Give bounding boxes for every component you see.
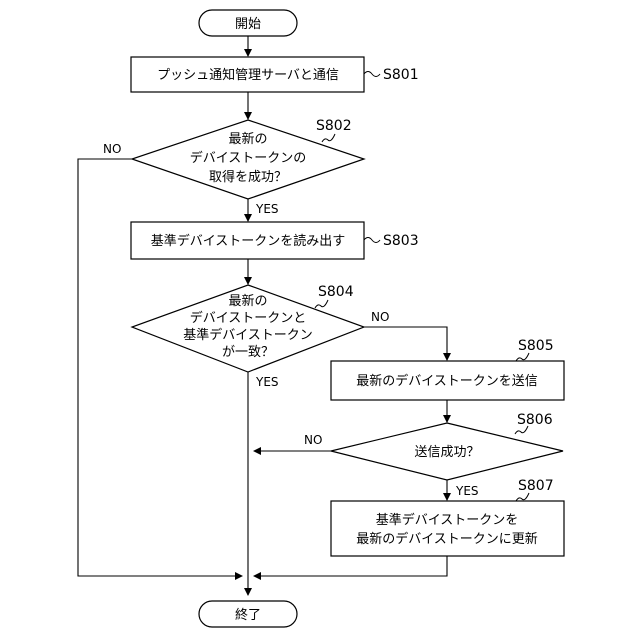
- decision-s804-line-1: 最新の: [228, 293, 267, 309]
- process-s801-label: プッシュ通知管理サーバと通信: [157, 67, 339, 83]
- step-label-s804: S804: [318, 284, 354, 300]
- start-label: 開始: [235, 17, 261, 32]
- step-label-s807: S807: [518, 478, 554, 494]
- branch-label-s806-yes: YES: [455, 484, 479, 498]
- leader-s803: [364, 238, 380, 243]
- leader-s807: [516, 493, 529, 501]
- decision-s804-line-4: が一致？: [222, 345, 274, 360]
- end-label: 終了: [235, 607, 261, 623]
- process-s807: 基準デバイストークンを 最新のデバイストークンに更新: [331, 501, 564, 556]
- end-terminator: 終了: [199, 601, 297, 627]
- decision-s802-line-1: 最新の: [228, 131, 267, 147]
- decision-s802-line-3: 取得を成功？: [209, 169, 287, 185]
- decision-s806-label: 送信成功？: [414, 445, 479, 460]
- step-label-s806: S806: [517, 412, 553, 428]
- decision-s802-line-2: デバイストークンの: [190, 150, 307, 166]
- process-s805-label: 最新のデバイストークンを送信: [356, 373, 538, 389]
- decision-s804-line-3: 基準デバイストークン: [183, 327, 313, 343]
- leader-s801: [364, 72, 380, 77]
- process-s805: 最新のデバイストークンを送信: [331, 361, 564, 400]
- decision-s806: 送信成功？: [331, 423, 563, 480]
- branch-label-s802-no: NO: [103, 142, 121, 156]
- leader-s805: [516, 353, 529, 361]
- process-s803: 基準デバイストークンを読み出す: [131, 222, 364, 259]
- process-s807-line-1: 基準デバイストークンを: [376, 512, 519, 528]
- start-terminator: 開始: [199, 10, 297, 36]
- edge-s804-no-to-s805: [364, 327, 447, 360]
- step-label-s803: S803: [383, 233, 419, 249]
- branch-label-s802-yes: YES: [255, 202, 279, 216]
- decision-s804-line-2: デバイストークンと: [190, 310, 307, 326]
- step-label-s802: S802: [316, 118, 352, 134]
- process-s801: プッシュ通知管理サーバと通信: [131, 57, 364, 92]
- leader-s804: [315, 300, 328, 308]
- step-label-s801: S801: [383, 67, 419, 83]
- step-label-s805: S805: [518, 338, 554, 354]
- process-s807-line-2: 最新のデバイストークンに更新: [356, 531, 538, 547]
- leader-s802: [322, 134, 335, 142]
- branch-label-s804-no: NO: [371, 310, 389, 324]
- edge-s807-to-merge: [254, 556, 447, 576]
- process-s803-label: 基準デバイストークンを読み出す: [151, 233, 346, 249]
- branch-label-s806-no: NO: [304, 433, 322, 447]
- branch-label-s804-yes: YES: [255, 375, 279, 389]
